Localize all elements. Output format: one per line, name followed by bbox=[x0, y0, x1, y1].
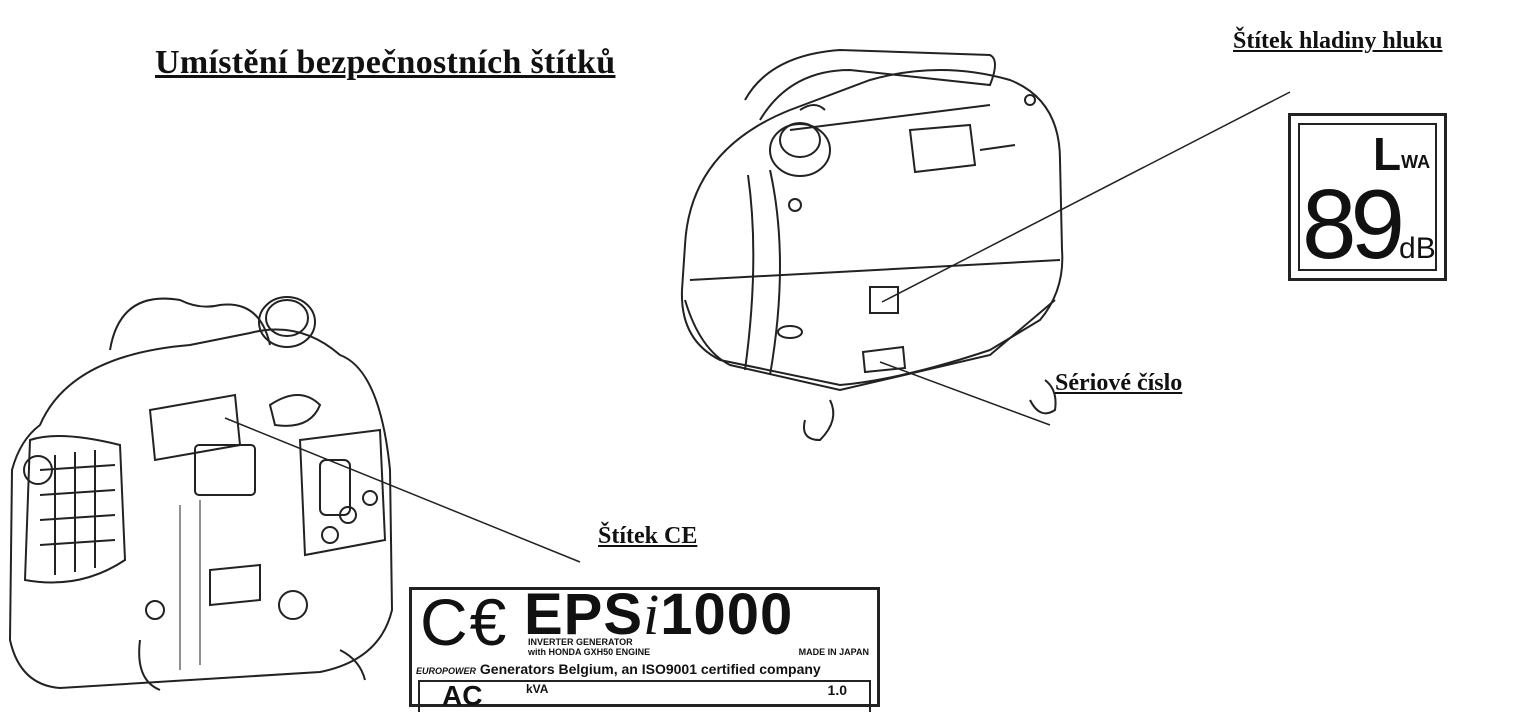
ac-label: AC bbox=[442, 680, 483, 711]
lwa-symbol: L bbox=[1373, 128, 1402, 180]
model-prefix: EPS bbox=[524, 582, 644, 647]
lwa-subscript: WA bbox=[1401, 152, 1431, 172]
model-i: i bbox=[643, 582, 661, 647]
noise-level-sticker: LWA 89dB bbox=[1288, 113, 1447, 281]
model-number: 1000 bbox=[660, 582, 794, 647]
ac-rating-row: AC kVA 1.0 bbox=[418, 680, 871, 712]
product-type: INVERTER GENERATOR bbox=[528, 637, 633, 647]
kva-value: 1.0 bbox=[827, 682, 847, 698]
serial-number-label: Sériové číslo bbox=[1055, 370, 1183, 396]
made-in-text: MADE IN JAPAN bbox=[798, 647, 869, 657]
ce-mark: C€ bbox=[420, 585, 509, 659]
generator-front-illustration bbox=[8, 296, 394, 691]
model-name: EPSi1000 bbox=[524, 581, 793, 648]
page-title: Umístění bezpečnostních štítků bbox=[155, 44, 616, 81]
ce-rating-plate: C€ EPSi1000 INVERTER GENERATOR with HOND… bbox=[409, 582, 880, 712]
sound-power-symbol: LWA bbox=[1373, 127, 1430, 181]
ce-sticker-label: Štítek CE bbox=[598, 523, 698, 549]
brand-name: EUROPOWER bbox=[416, 666, 477, 676]
noise-sticker-frame: LWA 89dB bbox=[1298, 123, 1437, 273]
company-text: Generators Belgium, an ISO9001 certified… bbox=[479, 661, 821, 677]
engine-text: with HONDA GXH50 ENGINE bbox=[528, 647, 651, 657]
noise-value: 89dB bbox=[1302, 175, 1436, 298]
generator-rear-illustration bbox=[680, 48, 1064, 442]
drawing-canvas bbox=[8, 48, 1352, 691]
noise-value-number: 89 bbox=[1302, 169, 1405, 279]
noise-sticker-label: Štítek hladiny hluku bbox=[1233, 28, 1443, 54]
kva-label: kVA bbox=[526, 682, 549, 696]
noise-unit: dB bbox=[1399, 232, 1436, 265]
leader-lines bbox=[224, 91, 1291, 563]
manufacturer-line: EUROPOWER Generators Belgium, an ISO9001… bbox=[416, 661, 821, 677]
